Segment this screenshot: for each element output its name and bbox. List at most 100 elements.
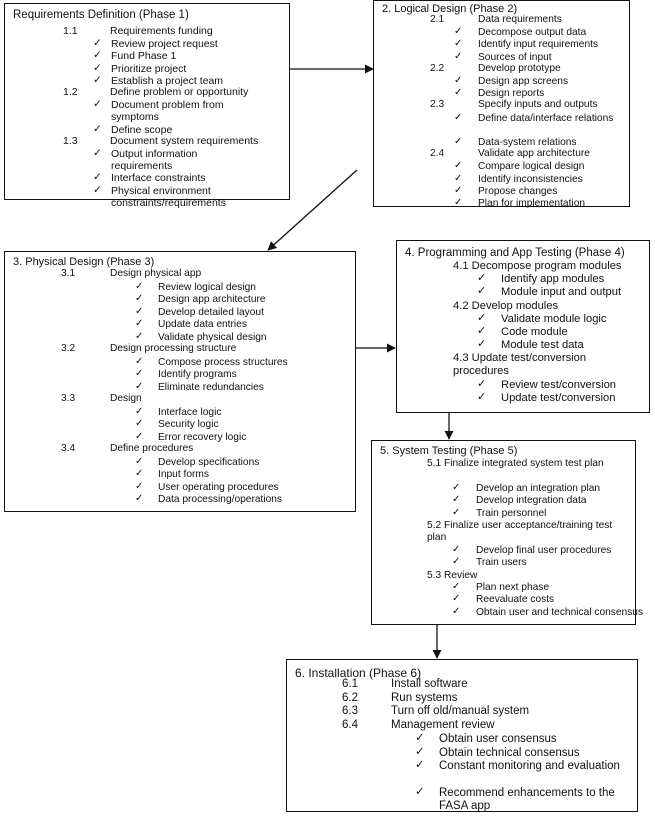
phase3-sub-item: Identify programs: [158, 369, 237, 380]
phase3-item-label: Design physical app: [110, 268, 202, 279]
phase6-item-number: 6.3: [342, 705, 358, 717]
phase4-check-icon: ✓: [477, 272, 487, 285]
phase2-check-icon: ✓: [454, 26, 463, 38]
phase5-check-icon: ✓: [452, 556, 461, 568]
phase3-check-icon: ✓: [135, 493, 144, 504]
phase4-item-label: 4.1 Decompose program modules: [453, 260, 622, 272]
phase2-item-number: 2.3: [430, 99, 445, 111]
phase3-item-number: 3.2: [61, 343, 76, 354]
phase3-check-icon: ✓: [135, 318, 144, 329]
phase3-sub-item: Develop detailed layout: [158, 306, 264, 318]
phase2-check-icon: ✓: [454, 160, 463, 172]
phase1-check-icon: ✓: [93, 171, 102, 184]
phase4-sub-item: Code module: [501, 326, 568, 338]
phase3-check-icon: ✓: [135, 418, 144, 429]
phase2-check-icon: ✓: [454, 75, 463, 86]
phase6-title: 6. Installation (Phase 6): [295, 666, 422, 680]
phase6-check-icon: ✓: [415, 786, 425, 798]
phase1-sub-item: Physical environment constraints/require…: [111, 184, 226, 209]
phase5-sub-item: Obtain user and technical consensus: [476, 606, 644, 618]
phase3-check-icon: ✓: [135, 280, 144, 292]
phase2-sub-item: Propose changes: [478, 185, 558, 197]
phase3-item-number: 3.4: [61, 443, 76, 454]
phase5-sub-item: Develop an integration plan: [476, 482, 601, 494]
phase1-title: Requirements Definition (Phase 1): [13, 9, 189, 21]
phase2-item-number: 2.4: [430, 148, 445, 160]
phase3-check-icon: ✓: [135, 380, 144, 392]
phase3-check-icon: ✓: [135, 293, 144, 304]
phase1-check-icon: ✓: [93, 183, 102, 196]
phase3-item-number: 3.1: [61, 268, 76, 279]
phase1-sub-item: Prioritize project: [111, 62, 187, 75]
phase5-item-label: 5.2 Finalize user acceptance/training te…: [427, 520, 613, 543]
phase1-check-icon: ✓: [93, 98, 102, 111]
phase3-sub-item: Data processing/operations: [158, 494, 283, 505]
phase1-item-label: Document system requirements: [110, 134, 259, 147]
phase3-check-icon: ✓: [135, 405, 144, 417]
phase6-sub-item: Obtain technical consensus: [439, 746, 580, 759]
phase3-check-icon: ✓: [135, 330, 144, 342]
phase4-sub-item: Update test/conversion: [501, 392, 616, 404]
phase2-sub-item: Compare logical design: [478, 161, 585, 173]
phase3-item-label: Define procedures: [110, 443, 194, 454]
phase6-item-number: 6.4: [342, 718, 358, 731]
phase5-sub-item: Reevaluate costs: [476, 594, 555, 606]
phase4-sub-item: Identify app modules: [501, 273, 605, 286]
phase3-check-icon: ✓: [135, 480, 144, 492]
phase1-item-label: Requirements funding: [110, 25, 213, 37]
phase5-box: 5. System Testing (Phase 5) 5.1 Finalize…: [371, 440, 643, 625]
phase4-title: 4. Programming and App Testing (Phase 4): [405, 247, 625, 259]
phase1-sub-item: Establish a project team: [111, 74, 224, 87]
phase1-sub-item: Define scope: [111, 123, 173, 136]
phase4-sub-item: Module test data: [501, 339, 584, 352]
phase4-sub-item: Review test/conversion: [501, 378, 617, 391]
phase4-item-label: 4.3 Update test/conversion procedures: [453, 352, 587, 378]
phase5-check-icon: ✓: [452, 581, 461, 592]
phase3-check-icon: ✓: [135, 468, 144, 479]
phase2-sub-item: Plan for implementation: [478, 198, 586, 209]
phase1-sub-item: Interface constraints: [111, 172, 206, 185]
phase3-sub-item: Review logical design: [158, 281, 256, 293]
phase5-check-icon: ✓: [452, 494, 461, 506]
phase2-sub-item: Identify input requirements: [478, 39, 599, 51]
phase4-check-icon: ✓: [477, 391, 487, 403]
phase4-check-icon: ✓: [477, 311, 487, 324]
phase5-check-icon: ✓: [452, 605, 461, 617]
phase5-sub-item: Train users: [476, 557, 527, 569]
phase5-sub-item: Develop final user procedures: [476, 544, 612, 556]
phase2-sub-item: Design reports: [478, 88, 545, 100]
phase3-check-icon: ✓: [135, 455, 144, 467]
phase6-sub-item: Constant monitoring and evaluation: [439, 760, 620, 772]
phase2-sub-item: Sources of input: [478, 51, 552, 63]
phase3-sub-item: User operating procedures: [158, 481, 279, 493]
phase3-sub-item: Design app architecture: [158, 294, 266, 305]
phase2-check-icon: ✓: [454, 136, 463, 147]
phase3-sub-item: Security logic: [158, 419, 219, 430]
phase6-check-icon: ✓: [415, 732, 425, 744]
phase6-sub-item: Recommend enhancements to the FASA app: [439, 787, 615, 813]
phase3-item-number: 3.3: [61, 393, 76, 404]
phase6-check-icon: ✓: [415, 745, 425, 758]
phase6-item-label: Run systems: [391, 691, 458, 704]
phase2-item-label: Data requirements: [478, 14, 562, 25]
phase3-check-icon: ✓: [135, 368, 144, 379]
phase3-sub-item: Interface logic: [158, 406, 222, 418]
phase5-check-icon: ✓: [452, 506, 461, 518]
phase2-sub-item: Decompose output data: [478, 27, 587, 39]
phase1-sub-item: Document problem from symptoms: [111, 99, 224, 124]
phase2-check-icon: ✓: [454, 184, 463, 196]
phase3-sub-item: Update data entries: [158, 319, 247, 330]
phase3-item-label: Design processing structure: [110, 343, 237, 354]
phase4-check-icon: ✓: [477, 377, 487, 390]
phase2-check-icon: ✓: [454, 50, 463, 62]
phase1-item-number: 1.2: [63, 86, 78, 98]
phase1-box: Requirements Definition (Phase 1) 1.1 Req…: [4, 3, 290, 209]
phase2-item-number: 2.1: [430, 14, 445, 25]
phase1-item-number: 1.3: [63, 134, 78, 147]
phase1-item-label: Define problem or opportunity: [110, 86, 249, 98]
phase2-check-icon: ✓: [454, 111, 463, 123]
phase1-item-number: 1.1: [63, 25, 78, 37]
